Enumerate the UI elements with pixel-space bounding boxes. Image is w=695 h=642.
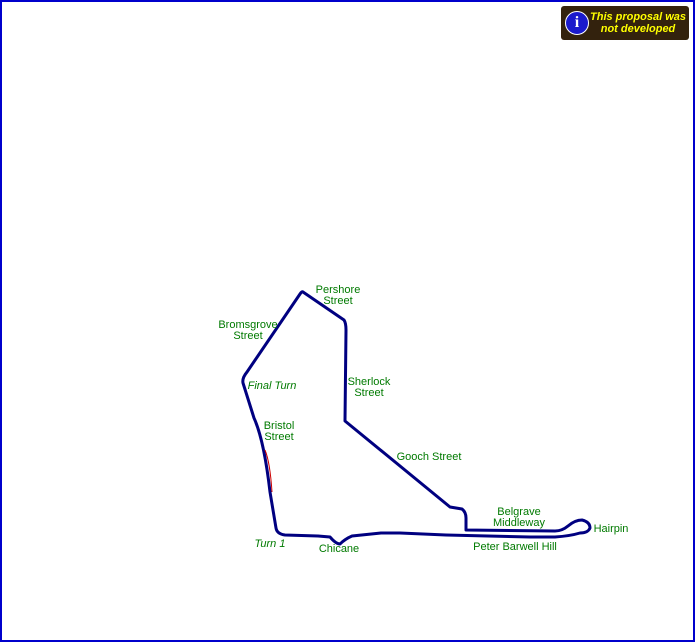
track-outline: [241, 290, 592, 546]
label-bromsgrove-street: Bromsgrove Street: [218, 319, 278, 342]
pit-lane: [264, 449, 273, 493]
label-pershore-street: Pershore Street: [315, 284, 361, 307]
label-gooch-street: Gooch Street: [396, 451, 462, 463]
info-notice: i This proposal was not developed: [561, 6, 689, 40]
label-hairpin: Hairpin: [593, 523, 629, 535]
label-sherlock-street: Sherlock Street: [347, 376, 391, 399]
label-final-turn: Final Turn: [247, 380, 297, 392]
label-peter-barwell-hill: Peter Barwell Hill: [473, 541, 557, 553]
label-chicane: Chicane: [318, 543, 360, 555]
label-turn-1: Turn 1: [254, 538, 286, 550]
info-icon: i: [565, 11, 589, 35]
label-bristol-street: Bristol Street: [263, 420, 295, 443]
label-belgrave-middleway: Belgrave Middleway: [493, 506, 545, 529]
notice-text: This proposal was not developed: [590, 11, 686, 35]
